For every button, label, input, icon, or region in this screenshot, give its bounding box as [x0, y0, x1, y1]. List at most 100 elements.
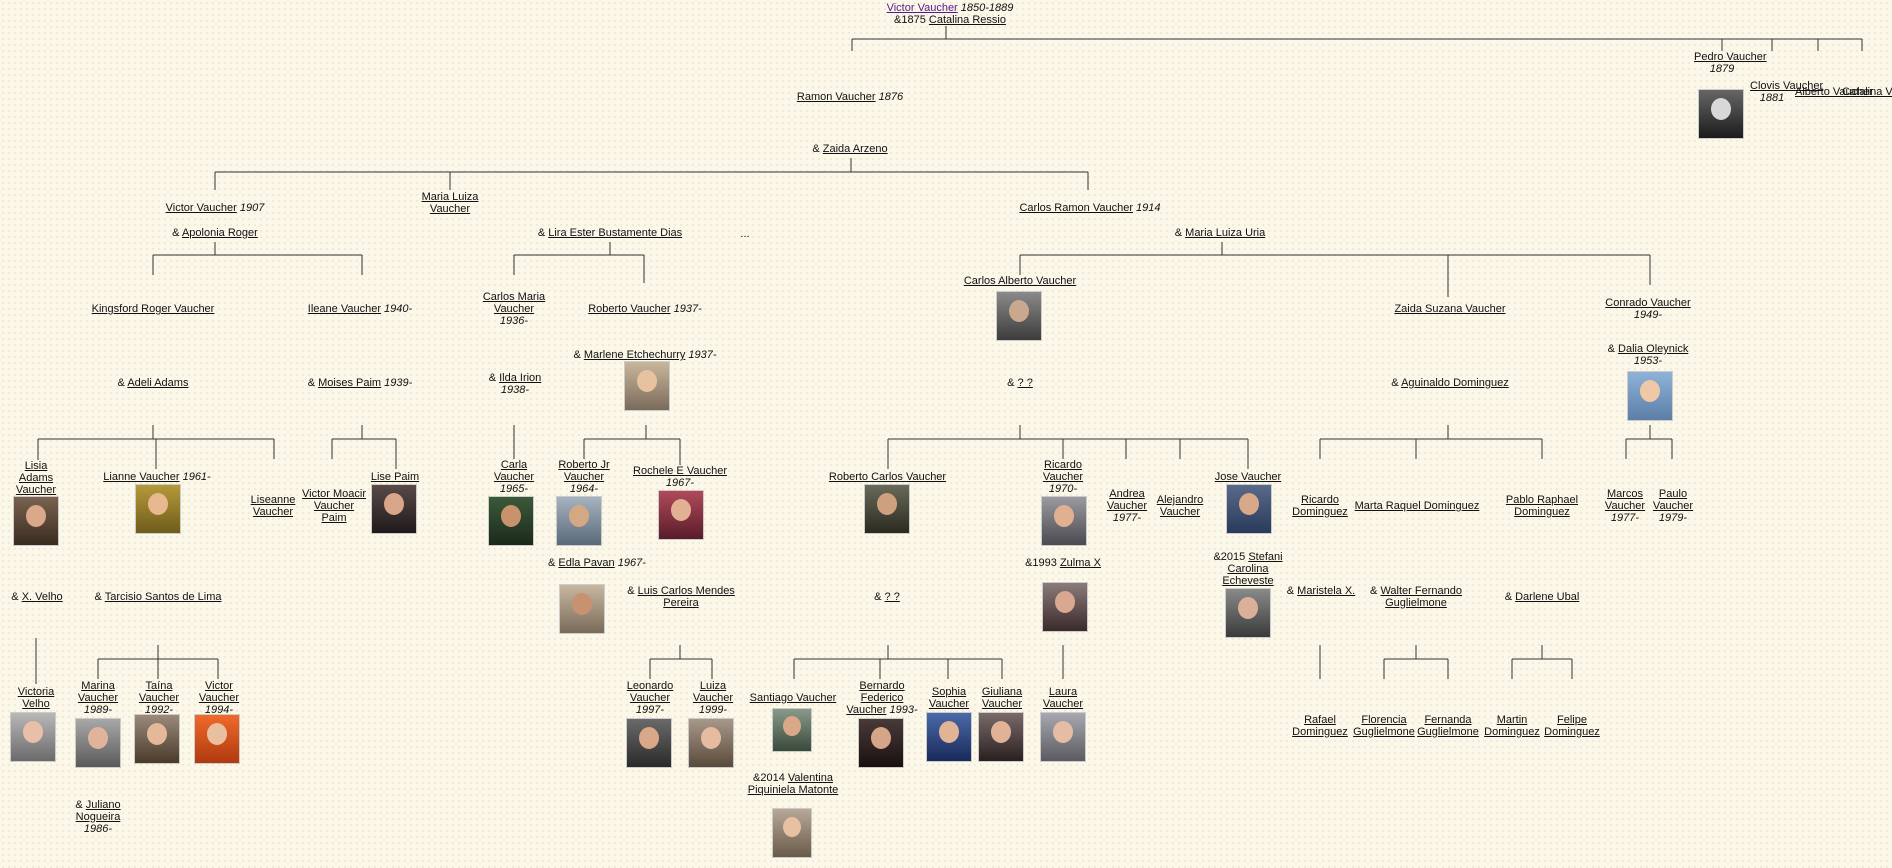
- portrait-pedro-vaucher[interactable]: [1698, 89, 1744, 139]
- portrait-lianne-vaucher[interactable]: [135, 484, 181, 534]
- portrait-zulma-x[interactable]: [1042, 582, 1088, 632]
- person-link[interactable]: Catalina Vaucher: [1842, 86, 1892, 98]
- portrait-jose-vaucher[interactable]: [1226, 484, 1272, 534]
- person-link[interactable]: Marcos Vaucher: [1604, 488, 1646, 512]
- portrait-santiago-vaucher[interactable]: [772, 708, 812, 752]
- spouse-link[interactable]: ? ?: [884, 591, 900, 603]
- spouse-link[interactable]: Catalina Ressio: [928, 14, 1006, 26]
- portrait-marlene-etchechurry[interactable]: [624, 361, 670, 411]
- spouse-link[interactable]: Maristela X.: [1297, 585, 1356, 597]
- person-link[interactable]: Carlos Ramon Vaucher: [1019, 202, 1133, 214]
- person-link[interactable]: Carla Vaucher: [493, 459, 535, 483]
- portrait-bernardo-federico-vaucher[interactable]: [858, 718, 904, 768]
- person-link[interactable]: Rochele E Vaucher: [633, 465, 727, 477]
- person-link[interactable]: Ricardo Dominguez: [1292, 494, 1348, 518]
- person-link[interactable]: Pablo Raphael Dominguez: [1505, 494, 1579, 518]
- portrait-roberto-jr-vaucher[interactable]: [556, 496, 602, 546]
- portrait-dalia-oleynick[interactable]: [1627, 371, 1673, 421]
- person-link[interactable]: Victor Vaucher: [165, 202, 237, 214]
- portrait-marina-vaucher[interactable]: [75, 718, 121, 768]
- person-link[interactable]: Fernanda Guglielmone: [1417, 714, 1479, 738]
- spouse-link[interactable]: Maria Luiza Uria: [1185, 227, 1266, 239]
- portrait-giuliana-vaucher[interactable]: [978, 712, 1024, 762]
- person-link[interactable]: Luiza Vaucher: [692, 680, 734, 704]
- person-link[interactable]: Liseanne Vaucher: [250, 494, 296, 518]
- portrait-laura-vaucher[interactable]: [1040, 712, 1086, 762]
- portrait-lisia-adams-vaucher[interactable]: [13, 496, 59, 546]
- spouse-link[interactable]: Zulma X: [1059, 557, 1101, 569]
- spouse-link[interactable]: Darlene Ubal: [1515, 591, 1580, 603]
- person-link[interactable]: Marina Vaucher: [77, 680, 119, 704]
- portrait-carla-vaucher[interactable]: [488, 496, 534, 546]
- spouse-link[interactable]: Moises Paim: [318, 377, 382, 389]
- spouse-link[interactable]: ? ?: [1017, 377, 1033, 389]
- person-link[interactable]: Rafael Dominguez: [1292, 714, 1348, 738]
- person-link[interactable]: Giuliana Vaucher: [981, 686, 1023, 710]
- person-link[interactable]: Jose Vaucher: [1214, 471, 1282, 483]
- person-link[interactable]: Alejandro Vaucher: [1156, 494, 1204, 518]
- spouse-link[interactable]: Ilda Irion: [499, 372, 542, 384]
- person-link[interactable]: Lise Paim: [370, 471, 420, 483]
- spouse-link[interactable]: Juliano Nogueira: [75, 799, 121, 823]
- person-link[interactable]: Roberto Jr Vaucher: [558, 459, 610, 483]
- person-link[interactable]: Carlos Maria Vaucher: [482, 291, 546, 315]
- portrait-taina-vaucher[interactable]: [134, 714, 180, 764]
- spouse-link[interactable]: Lira Ester Bustamente Dias: [548, 227, 683, 239]
- person-link[interactable]: Roberto Vaucher: [588, 303, 671, 315]
- person-link[interactable]: Ricardo Vaucher: [1042, 459, 1084, 483]
- portrait-carlos-alberto-vaucher[interactable]: [996, 291, 1042, 341]
- spouse-link[interactable]: Luis Carlos Mendes Pereira: [637, 585, 735, 609]
- portrait-roberto-carlos-vaucher[interactable]: [864, 484, 910, 534]
- spouse-link[interactable]: Edla Pavan: [558, 557, 615, 569]
- person-link[interactable]: Taína Vaucher: [138, 680, 180, 704]
- spouse-link[interactable]: Marlene Etchechurry: [583, 349, 686, 361]
- portrait-edla-pavan[interactable]: [559, 584, 605, 634]
- person-link[interactable]: Zaida Suzana Vaucher: [1394, 303, 1506, 315]
- person-link[interactable]: Victor Moacir Vaucher Paim: [302, 488, 366, 524]
- person-link[interactable]: Santiago Vaucher: [749, 692, 837, 704]
- portrait-victor-vaucher-1994[interactable]: [194, 714, 240, 764]
- person-link[interactable]: Ramon Vaucher: [796, 91, 876, 103]
- portrait-lise-paim[interactable]: [371, 484, 417, 534]
- spouse-link[interactable]: Dalia Oleynick: [1618, 343, 1689, 355]
- spouse-link[interactable]: Aguinaldo Dominguez: [1401, 377, 1509, 389]
- portrait-leonardo-vaucher[interactable]: [626, 718, 672, 768]
- person-link[interactable]: Pedro Vaucher: [1694, 51, 1767, 63]
- portrait-valentina-piquiniela-matonte[interactable]: [772, 808, 812, 858]
- person-link[interactable]: Carlos Alberto Vaucher: [963, 275, 1077, 287]
- portrait-sophia-vaucher[interactable]: [926, 712, 972, 762]
- spouse-link[interactable]: Tarcisio Santos de Lima: [104, 591, 222, 603]
- spouse-link[interactable]: Stefani Carolina Echeveste: [1222, 551, 1283, 587]
- portrait-ricardo-vaucher[interactable]: [1041, 496, 1087, 546]
- spouse-link[interactable]: X. Velho: [21, 591, 63, 603]
- person-link[interactable]: Ileane Vaucher: [307, 303, 381, 315]
- person-link[interactable]: Leonardo Vaucher: [626, 680, 674, 704]
- portrait-victoria-velho[interactable]: [10, 712, 56, 762]
- person-link[interactable]: Marta Raquel Dominguez: [1354, 500, 1480, 512]
- person-link[interactable]: Laura Vaucher: [1042, 686, 1084, 710]
- portrait-rochele-vaucher[interactable]: [658, 490, 704, 540]
- person-link[interactable]: Maria Luiza Vaucher: [421, 191, 479, 215]
- person-link[interactable]: Andrea Vaucher: [1106, 488, 1148, 512]
- person-link[interactable]: Victor Vaucher: [886, 2, 958, 14]
- spouse-link[interactable]: Adeli Adams: [127, 377, 189, 389]
- person-link[interactable]: Victor Vaucher: [198, 680, 240, 704]
- spouse-link[interactable]: Walter Fernando Guglielmone: [1380, 585, 1462, 609]
- person-link[interactable]: Roberto Carlos Vaucher: [828, 471, 947, 483]
- person-link[interactable]: Alberto Vaucher: [1795, 86, 1874, 98]
- portrait-luiza-vaucher[interactable]: [688, 718, 734, 768]
- person-link[interactable]: Lianne Vaucher: [103, 471, 180, 483]
- person-link[interactable]: Felipe Dominguez: [1544, 714, 1600, 738]
- person-link[interactable]: Bernardo Federico Vaucher: [846, 680, 905, 716]
- person-link[interactable]: Lisia Adams Vaucher: [15, 460, 57, 496]
- person-link[interactable]: Florencia Guglielmone: [1353, 714, 1415, 738]
- person-link[interactable]: Conrado Vaucher: [1605, 297, 1691, 309]
- spouse-link[interactable]: Apolonia Roger: [181, 227, 258, 239]
- person-link[interactable]: Victoria Velho: [17, 686, 55, 710]
- person-link[interactable]: Sophia Vaucher: [928, 686, 970, 710]
- spouse-link[interactable]: Valentina Piquiniela Matonte: [747, 772, 839, 796]
- portrait-stefani-carolina-echeveste[interactable]: [1225, 588, 1271, 638]
- person-link[interactable]: Martin Dominguez: [1484, 714, 1540, 738]
- spouse-link[interactable]: Zaida Arzeno: [822, 143, 888, 155]
- person-link[interactable]: Clovis Vaucher: [1750, 80, 1824, 92]
